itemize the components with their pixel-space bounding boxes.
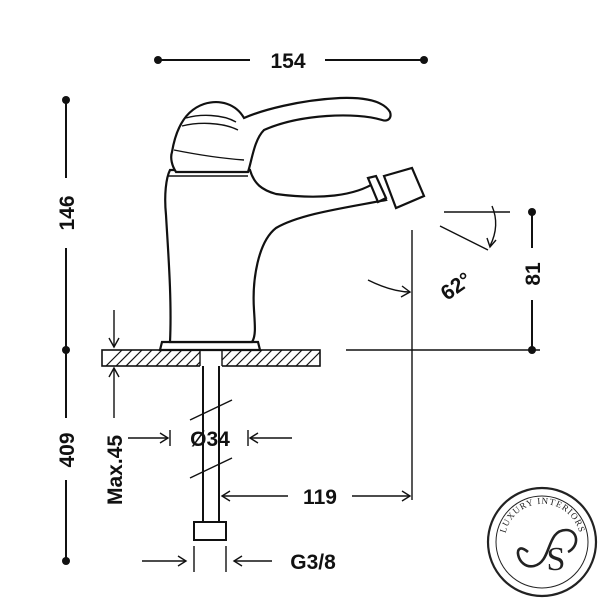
projection-label: 119 xyxy=(303,486,337,509)
width-label: 154 xyxy=(270,50,305,73)
spout-dim-bottom-dot xyxy=(528,346,536,354)
brand-logo: LUXURY INTERIORS S xyxy=(486,486,598,598)
logo-monogram: S xyxy=(547,541,566,578)
width-dimension: 154 xyxy=(154,50,428,73)
spout-height-dimension: 81 xyxy=(522,208,545,354)
lever-cap-line-1 xyxy=(185,114,237,123)
diameter-arrowhead-left xyxy=(159,432,170,444)
height-dimension: 146 409 xyxy=(56,96,79,565)
supply-pipe xyxy=(189,366,233,541)
below-deck-bottom-dot xyxy=(62,557,70,565)
max-thickness-dimension: Max.45 xyxy=(104,310,127,505)
angle-label: 62° xyxy=(437,268,476,305)
thread-label: G3/8 xyxy=(290,551,336,574)
max-dim-arrowhead-bottom xyxy=(108,366,120,378)
angle-arc-upper xyxy=(489,205,497,247)
aerator-tip xyxy=(382,166,426,210)
pipe-break-line-2 xyxy=(189,457,233,479)
logo-outer-circle xyxy=(486,486,598,598)
angle-arrowhead-upper xyxy=(486,237,497,249)
logo-monogram-swirl xyxy=(516,528,578,568)
spout-angle-annotation: 62° xyxy=(346,205,540,500)
thread-arrowhead-right xyxy=(232,555,243,567)
faucet-main-body xyxy=(164,168,388,344)
logo-inner-circle xyxy=(495,495,589,589)
angle-arc-lower xyxy=(367,279,411,293)
thread-dimension: G3/8 xyxy=(142,546,336,574)
spout-aerator xyxy=(366,166,426,210)
diameter-arrowhead-right xyxy=(248,432,259,444)
aerator-ring xyxy=(366,174,388,204)
below-deck-label: 409 xyxy=(56,432,79,467)
faucet-base-flange xyxy=(158,340,262,352)
lever-lower-line xyxy=(173,149,245,161)
lever-cap-line-2 xyxy=(181,122,239,131)
angle-arrowhead-lower xyxy=(400,285,412,298)
hole-diameter-label: Ø34 xyxy=(190,428,230,451)
spout-height-label: 81 xyxy=(522,262,545,286)
faucet-body xyxy=(158,96,426,352)
projection-arrowhead-left xyxy=(220,490,231,502)
countertop xyxy=(101,349,321,367)
height-total-label: 146 xyxy=(56,195,79,230)
projection-dimension: 119 xyxy=(220,486,412,509)
max-thickness-label: Max.45 xyxy=(104,435,127,505)
hole-diameter-dimension: Ø34 xyxy=(128,428,292,451)
thread-arrowhead-left xyxy=(177,555,188,567)
projection-arrowhead-right xyxy=(401,490,412,502)
lever-handle xyxy=(170,96,392,174)
max-dim-arrowhead-top xyxy=(108,337,120,349)
pipe-connector xyxy=(193,521,227,541)
pipe-break-line-1 xyxy=(189,399,233,421)
spout-angle-line xyxy=(439,225,489,251)
mounting-hole xyxy=(200,349,222,367)
width-dim-end-dot xyxy=(420,56,428,64)
